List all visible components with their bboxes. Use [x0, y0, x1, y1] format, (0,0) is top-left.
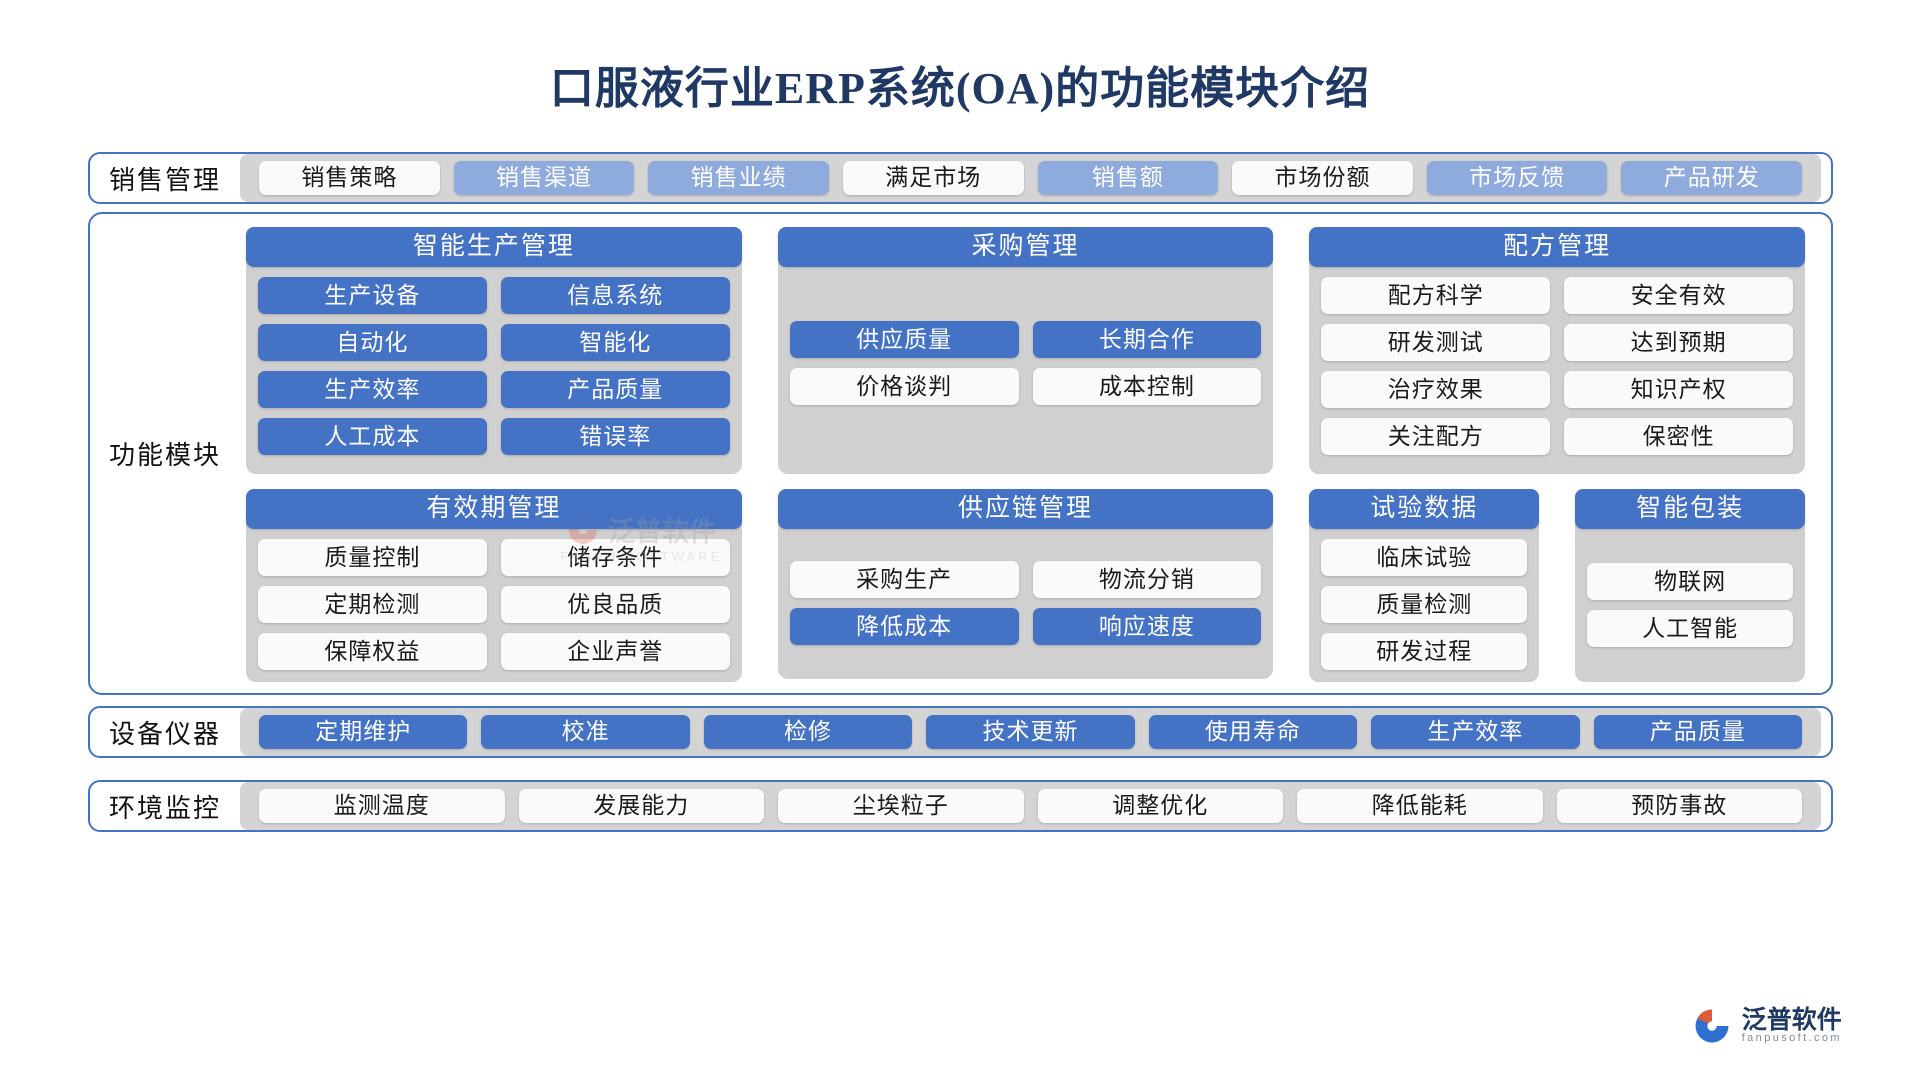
validity-item-1[interactable]: 质量控制	[258, 539, 487, 576]
production-item-1[interactable]: 生产设备	[258, 277, 487, 314]
panel-procurement-body: 供应质量长期合作价格谈判成本控制	[778, 267, 1274, 474]
equipment-chip-5[interactable]: 使用寿命	[1148, 715, 1358, 749]
formula-item-2[interactable]: 安全有效	[1564, 277, 1793, 314]
sales-chip-1[interactable]: 销售策略	[259, 161, 440, 195]
formula-item-8[interactable]: 保密性	[1564, 418, 1793, 455]
function-module-columns: 智能生产管理 生产设备信息系统自动化智能化生产效率产品质量人工成本错误率 有效期…	[240, 214, 1831, 693]
validity-item-5[interactable]: 保障权益	[258, 633, 487, 670]
panel-formula-title: 配方管理	[1309, 227, 1806, 267]
environment-chip-5[interactable]: 降低能耗	[1297, 789, 1543, 823]
panel-packaging: 智能包装 物联网人工智能	[1575, 489, 1806, 682]
panel-formula: 配方管理 配方科学安全有效研发测试达到预期治疗效果知识产权关注配方保密性	[1309, 227, 1806, 474]
production-item-5[interactable]: 生产效率	[258, 371, 487, 408]
formula-item-6[interactable]: 知识产权	[1564, 371, 1793, 408]
panel-supplychain: 供应链管理 采购生产物流分销降低成本响应速度	[777, 489, 1274, 679]
procurement-item-4[interactable]: 成本控制	[1032, 368, 1262, 405]
brand-logo-en: fanpusoft.com	[1741, 1032, 1842, 1045]
sales-chip-7[interactable]: 市场反馈	[1426, 161, 1608, 195]
production-item-2[interactable]: 信息系统	[500, 277, 730, 314]
panel-trialdata-title: 试验数据	[1309, 489, 1540, 529]
panel-validity: 有效期管理 质量控制储存条件定期检测优良品质保障权益企业声誉	[246, 489, 742, 682]
equipment-chip-6[interactable]: 生产效率	[1371, 715, 1580, 749]
production-item-8[interactable]: 错误率	[500, 418, 730, 455]
column-procurement: 采购管理 供应质量长期合作价格谈判成本控制 供应链管理 采购生产物流分销降低成本…	[777, 227, 1274, 679]
procurement-item-2[interactable]: 长期合作	[1032, 321, 1262, 358]
production-item-7[interactable]: 人工成本	[258, 418, 487, 455]
trialdata-item-1[interactable]: 临床试验	[1321, 539, 1528, 576]
panel-packaging-title: 智能包装	[1575, 489, 1806, 529]
production-item-3[interactable]: 自动化	[258, 324, 487, 361]
validity-item-6[interactable]: 企业声誉	[500, 633, 730, 670]
trialdata-item-3[interactable]: 研发过程	[1321, 633, 1528, 670]
environment-chip-4[interactable]: 调整优化	[1037, 789, 1283, 823]
equipment-chip-4[interactable]: 技术更新	[926, 715, 1135, 749]
supplychain-item-2[interactable]: 物流分销	[1032, 561, 1262, 598]
validity-item-4[interactable]: 优良品质	[500, 586, 730, 623]
sales-chip-8[interactable]: 产品研发	[1621, 161, 1802, 195]
environment-band: 环境监控 监测温度发展能力尘埃粒子调整优化降低能耗预防事故	[88, 780, 1833, 832]
environment-chip-6[interactable]: 预防事故	[1556, 789, 1802, 823]
equipment-chip-1[interactable]: 定期维护	[259, 715, 468, 749]
panel-supplychain-title: 供应链管理	[777, 489, 1274, 529]
panel-production-title: 智能生产管理	[246, 227, 742, 267]
panel-procurement-title: 采购管理	[777, 227, 1274, 267]
environment-chip-1[interactable]: 监测温度	[259, 789, 505, 823]
validity-item-3[interactable]: 定期检测	[258, 586, 487, 623]
environment-chip-3[interactable]: 尘埃粒子	[778, 789, 1024, 823]
sales-management-label: 销售管理	[108, 165, 221, 195]
function-module-label: 功能模块	[108, 441, 221, 470]
equipment-chip-3[interactable]: 检修	[703, 715, 913, 749]
sales-chip-6[interactable]: 市场份额	[1232, 161, 1413, 195]
panel-supplychain-body: 采购生产物流分销降低成本响应速度	[778, 529, 1274, 679]
panel-validity-body: 质量控制储存条件定期检测优良品质保障权益企业声誉	[246, 529, 742, 682]
equipment-chip-2[interactable]: 校准	[481, 715, 690, 749]
fanpu-logo-icon	[1695, 1009, 1729, 1043]
panel-procurement: 采购管理 供应质量长期合作价格谈判成本控制	[777, 227, 1274, 474]
column-production: 智能生产管理 生产设备信息系统自动化智能化生产效率产品质量人工成本错误率 有效期…	[246, 227, 742, 682]
procurement-item-3[interactable]: 价格谈判	[789, 368, 1019, 405]
environment-chip-track: 监测温度发展能力尘埃粒子调整优化降低能耗预防事故	[240, 782, 1821, 830]
panel-production: 智能生产管理 生产设备信息系统自动化智能化生产效率产品质量人工成本错误率	[246, 227, 742, 474]
panel-trialdata-body: 临床试验质量检测研发过程	[1309, 529, 1539, 682]
packaging-item-1[interactable]: 物联网	[1587, 562, 1794, 600]
formula-item-7[interactable]: 关注配方	[1321, 418, 1551, 455]
procurement-item-1[interactable]: 供应质量	[789, 321, 1019, 358]
production-item-6[interactable]: 产品质量	[500, 371, 730, 408]
sales-management-band: 销售管理 销售策略销售渠道销售业绩满足市场销售额市场份额市场反馈产品研发	[88, 152, 1833, 204]
panel-production-body: 生产设备信息系统自动化智能化生产效率产品质量人工成本错误率	[246, 267, 742, 474]
panel-pair-row: 试验数据 临床试验质量检测研发过程 智能包装 物联网人工智能	[1309, 489, 1806, 682]
equipment-band: 设备仪器 定期维护校准检修技术更新使用寿命生产效率产品质量	[88, 706, 1833, 758]
sales-chip-2[interactable]: 销售渠道	[453, 161, 635, 195]
sales-chip-track: 销售策略销售渠道销售业绩满足市场销售额市场份额市场反馈产品研发	[240, 154, 1821, 202]
formula-item-1[interactable]: 配方科学	[1321, 277, 1551, 314]
supplychain-item-1[interactable]: 采购生产	[789, 561, 1019, 598]
formula-item-4[interactable]: 达到预期	[1564, 324, 1793, 361]
trialdata-item-2[interactable]: 质量检测	[1321, 586, 1528, 623]
panel-formula-body: 配方科学安全有效研发测试达到预期治疗效果知识产权关注配方保密性	[1309, 267, 1805, 474]
equipment-chip-7[interactable]: 产品质量	[1593, 715, 1802, 749]
brand-logo-text: 泛普软件 fanpusoft.com	[1742, 1007, 1842, 1045]
brand-logo-cn: 泛普软件	[1741, 1006, 1842, 1035]
equipment-label: 设备仪器	[108, 719, 221, 749]
sales-chip-3[interactable]: 销售业绩	[648, 161, 829, 195]
equipment-chip-track: 定期维护校准检修技术更新使用寿命生产效率产品质量	[240, 708, 1821, 756]
supplychain-item-3[interactable]: 降低成本	[789, 608, 1019, 645]
panel-packaging-body: 物联网人工智能	[1575, 529, 1805, 682]
panel-validity-title: 有效期管理	[246, 489, 742, 529]
brand-logo: 泛普软件 fanpusoft.com	[1692, 1006, 1842, 1046]
validity-item-2[interactable]: 储存条件	[500, 539, 730, 576]
column-formula: 配方管理 配方科学安全有效研发测试达到预期治疗效果知识产权关注配方保密性 试验数…	[1309, 227, 1806, 682]
page-title: 口服液行业ERP系统(OA)的功能模块介绍	[549, 64, 1371, 113]
environment-chip-2[interactable]: 发展能力	[518, 789, 764, 823]
function-module-band: 功能模块 智能生产管理 生产设备信息系统自动化智能化生产效率产品质量人工成本错误…	[88, 212, 1833, 695]
sales-chip-5[interactable]: 销售额	[1037, 161, 1219, 195]
packaging-item-2[interactable]: 人工智能	[1587, 609, 1794, 647]
panel-trialdata: 试验数据 临床试验质量检测研发过程	[1309, 489, 1540, 682]
production-item-4[interactable]: 智能化	[500, 324, 730, 361]
sales-chip-4[interactable]: 满足市场	[842, 161, 1024, 195]
supplychain-item-4[interactable]: 响应速度	[1032, 608, 1262, 645]
formula-item-5[interactable]: 治疗效果	[1321, 371, 1551, 408]
formula-item-3[interactable]: 研发测试	[1321, 324, 1551, 361]
environment-label: 环境监控	[108, 793, 221, 823]
